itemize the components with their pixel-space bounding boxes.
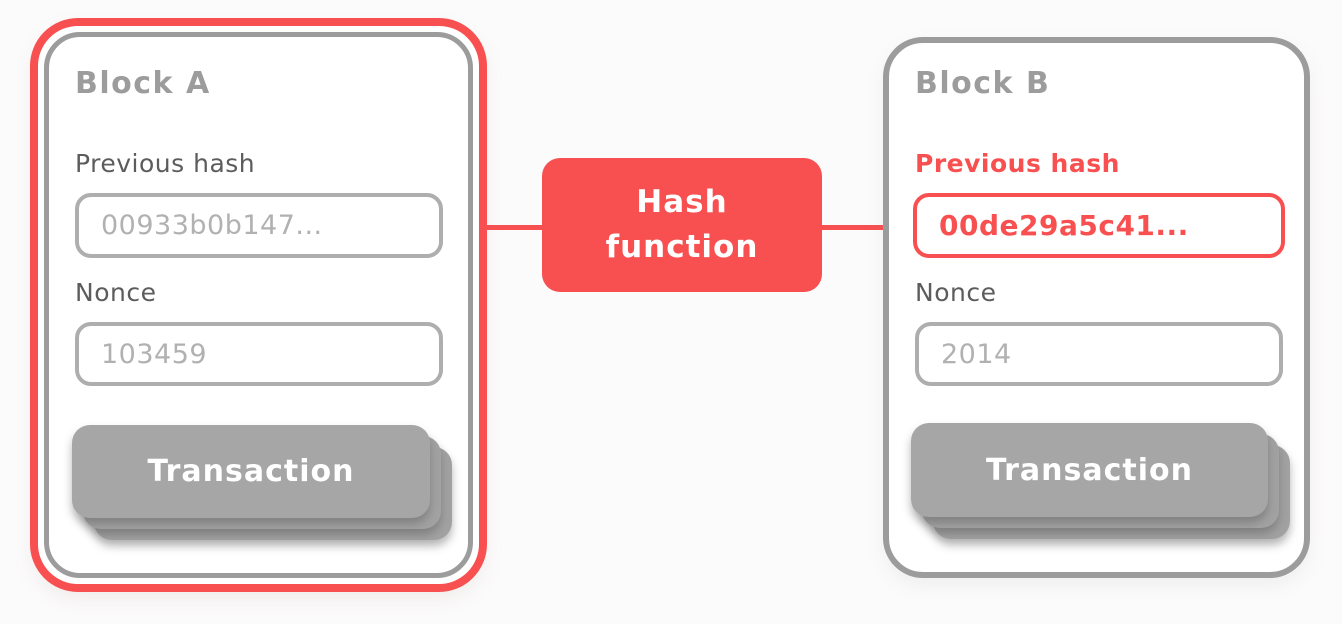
block-b-nonce-input[interactable] — [915, 322, 1283, 386]
block-a-nonce-label: Nonce — [75, 278, 157, 307]
block-b-transaction-button[interactable]: Transaction — [911, 423, 1268, 517]
block-a-title: Block A — [75, 66, 211, 101]
block-b-previous-hash-input[interactable] — [913, 193, 1285, 258]
block-b-previous-hash-label: Previous hash — [915, 149, 1120, 178]
block-a-previous-hash-input[interactable] — [75, 193, 443, 258]
hash-function-label-line2: function — [605, 229, 759, 265]
block-a-previous-hash-label: Previous hash — [75, 149, 256, 178]
block-a-nonce-input[interactable] — [75, 322, 443, 386]
connector-hash-to-block-b — [822, 225, 898, 230]
block-b-title: Block B — [915, 66, 1051, 101]
block-a-transaction-button[interactable]: Transaction — [72, 425, 430, 518]
hash-function-label-line1: Hash — [636, 184, 728, 220]
connector-block-a-to-hash — [487, 225, 542, 230]
block-b-nonce-label: Nonce — [915, 278, 997, 307]
hash-function-box: Hash function — [542, 158, 822, 292]
